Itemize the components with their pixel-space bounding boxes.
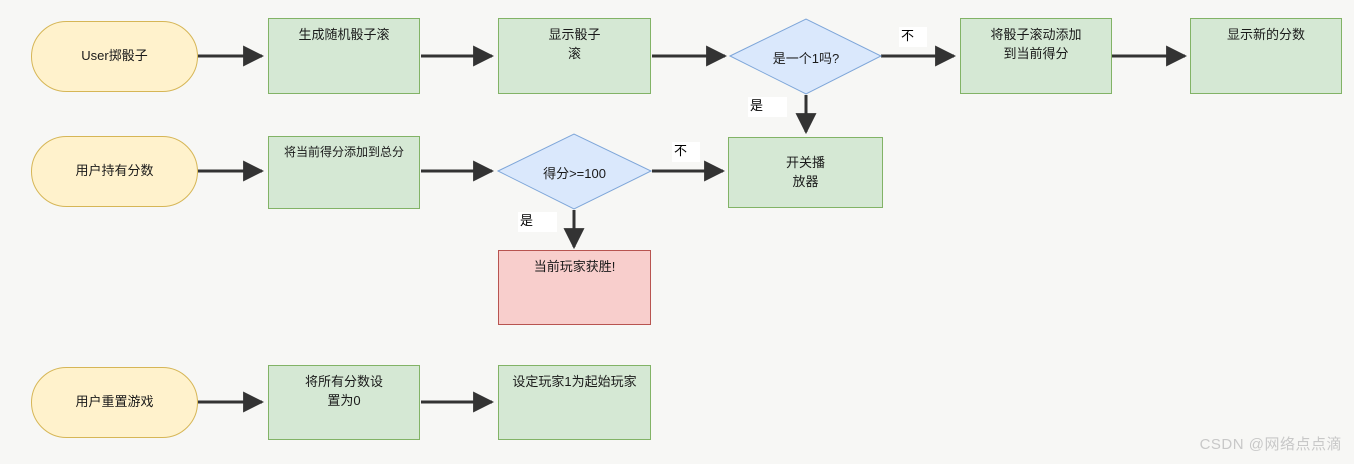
node-user-reset-game[interactable]: 用户重置游戏 (31, 367, 198, 438)
node-label: 开关播 放器 (785, 154, 825, 189)
node-add-current-to-total[interactable]: 将当前得分添加到总分 (268, 136, 420, 209)
node-user-roll-dice[interactable]: User掷骰子 (31, 21, 198, 92)
node-display-new-score[interactable]: 显示新的分数 (1190, 18, 1342, 94)
decision-shape-score-100 (496, 133, 653, 210)
node-current-player-wins[interactable]: 当前玩家获胜! (498, 250, 651, 325)
node-label: 显示骰子 滚 (548, 27, 601, 61)
node-switch-player[interactable]: 开关播 放器 (728, 137, 883, 208)
node-set-player1-start[interactable]: 设定玩家1为起始玩家 (498, 365, 651, 440)
node-label: User掷骰子 (81, 48, 148, 64)
node-generate-random-roll[interactable]: 生成随机骰子滚 (268, 18, 420, 94)
node-label: 显示新的分数 (1226, 27, 1305, 42)
edge-label-yes-is-one: 是 (748, 97, 787, 117)
edge-label-yes-score-100: 是 (518, 212, 557, 232)
node-decision-score-100[interactable]: 得分>=100 (498, 134, 651, 210)
decision-shape-is-one (728, 18, 883, 95)
node-label: 生成随机骰子滚 (298, 27, 390, 42)
node-add-roll-to-current-score[interactable]: 将骰子滚动添加 到当前得分 (960, 18, 1112, 94)
node-label: 将骰子滚动添加 到当前得分 (990, 27, 1082, 61)
node-decision-is-one[interactable]: 是一个1吗? (730, 19, 882, 95)
node-label: 将所有分数设 置为0 (304, 374, 383, 408)
node-label: 设定玩家1为起始玩家 (512, 374, 637, 389)
edge-label-no-is-one: 不 (899, 27, 927, 47)
node-label: 是一个1吗? (772, 50, 840, 66)
node-user-hold-score[interactable]: 用户持有分数 (31, 136, 198, 207)
node-label: 将当前得分添加到总分 (283, 145, 404, 159)
node-label: 用户重置游戏 (75, 394, 154, 410)
node-set-all-scores-zero[interactable]: 将所有分数设 置为0 (268, 365, 420, 440)
node-label: 用户持有分数 (75, 163, 154, 179)
node-display-dice-roll[interactable]: 显示骰子 滚 (498, 18, 651, 94)
node-label: 当前玩家获胜! (533, 259, 616, 274)
node-label: 得分>=100 (543, 165, 606, 181)
edge-label-no-score-100: 不 (672, 142, 700, 162)
watermark: CSDN @网络点点滴 (1199, 436, 1342, 453)
